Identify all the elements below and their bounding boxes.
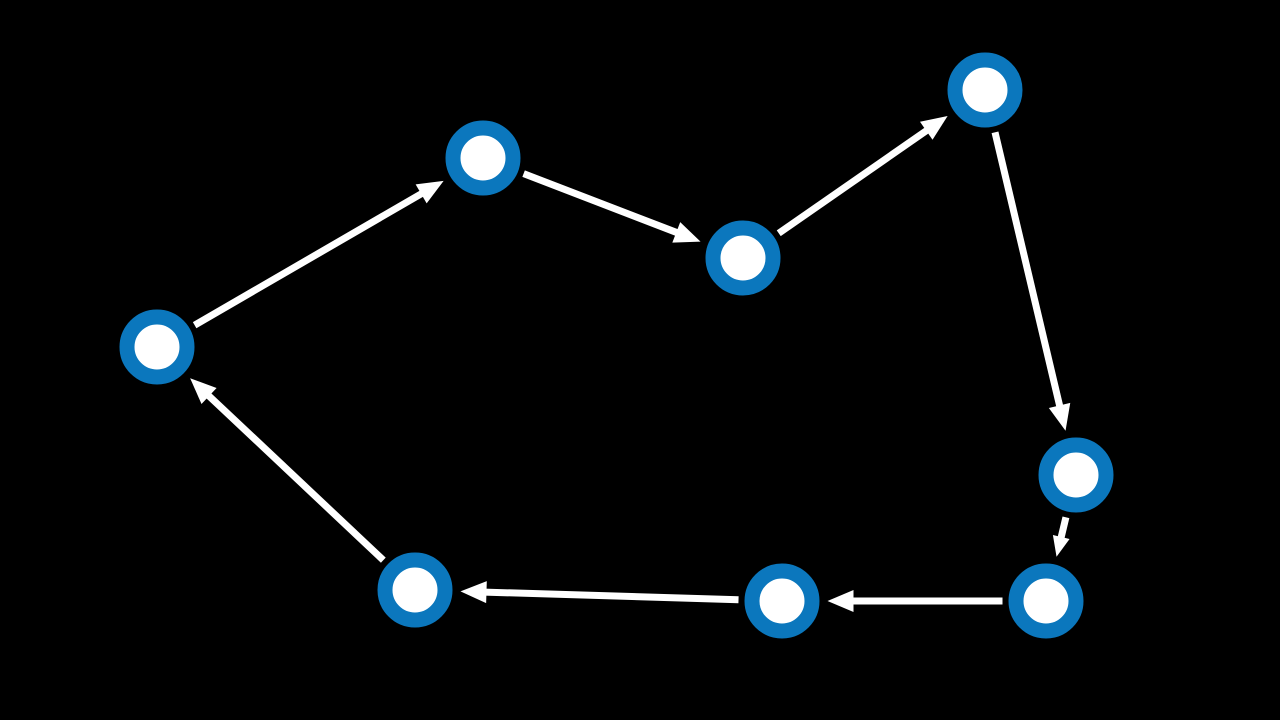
edge-line bbox=[484, 588, 739, 604]
edge-line bbox=[991, 131, 1064, 409]
graph-edge[interactable] bbox=[827, 590, 1003, 612]
edge-line bbox=[1057, 516, 1070, 540]
graph-node[interactable] bbox=[705, 220, 781, 296]
node-circle bbox=[1038, 437, 1114, 513]
arrowhead-icon bbox=[672, 222, 701, 243]
node-circle bbox=[1008, 563, 1084, 639]
arrowhead-icon bbox=[415, 180, 444, 204]
node-circle bbox=[744, 563, 820, 639]
edge-line bbox=[192, 189, 425, 329]
nodes-layer bbox=[119, 52, 1114, 639]
edges-layer bbox=[190, 115, 1071, 612]
graph-node[interactable] bbox=[377, 552, 453, 628]
arrowhead-icon bbox=[827, 590, 854, 612]
graph-edge[interactable] bbox=[522, 170, 701, 243]
edge-line bbox=[776, 126, 930, 237]
graph-edge[interactable] bbox=[991, 131, 1071, 431]
edge-line bbox=[205, 392, 386, 563]
arrowhead-icon bbox=[919, 115, 948, 140]
graph-node[interactable] bbox=[744, 563, 820, 639]
arrowhead-icon bbox=[1052, 535, 1070, 557]
node-circle bbox=[947, 52, 1023, 128]
node-circle bbox=[377, 552, 453, 628]
node-circle bbox=[445, 120, 521, 196]
arrowhead-icon bbox=[1048, 402, 1071, 431]
arrowhead-icon bbox=[460, 581, 487, 604]
graph-edge[interactable] bbox=[776, 115, 948, 237]
edge-line bbox=[522, 170, 680, 237]
arrowhead-icon bbox=[190, 378, 217, 405]
graph-edge[interactable] bbox=[190, 378, 386, 563]
node-circle bbox=[705, 220, 781, 296]
graph-node[interactable] bbox=[947, 52, 1023, 128]
graph-node[interactable] bbox=[1008, 563, 1084, 639]
graph-edge[interactable] bbox=[1052, 516, 1070, 557]
node-circle bbox=[119, 309, 195, 385]
graph-node[interactable] bbox=[445, 120, 521, 196]
graph-edge[interactable] bbox=[460, 581, 739, 604]
graph-node[interactable] bbox=[119, 309, 195, 385]
graph-edge[interactable] bbox=[192, 180, 444, 329]
graph-node[interactable] bbox=[1038, 437, 1114, 513]
